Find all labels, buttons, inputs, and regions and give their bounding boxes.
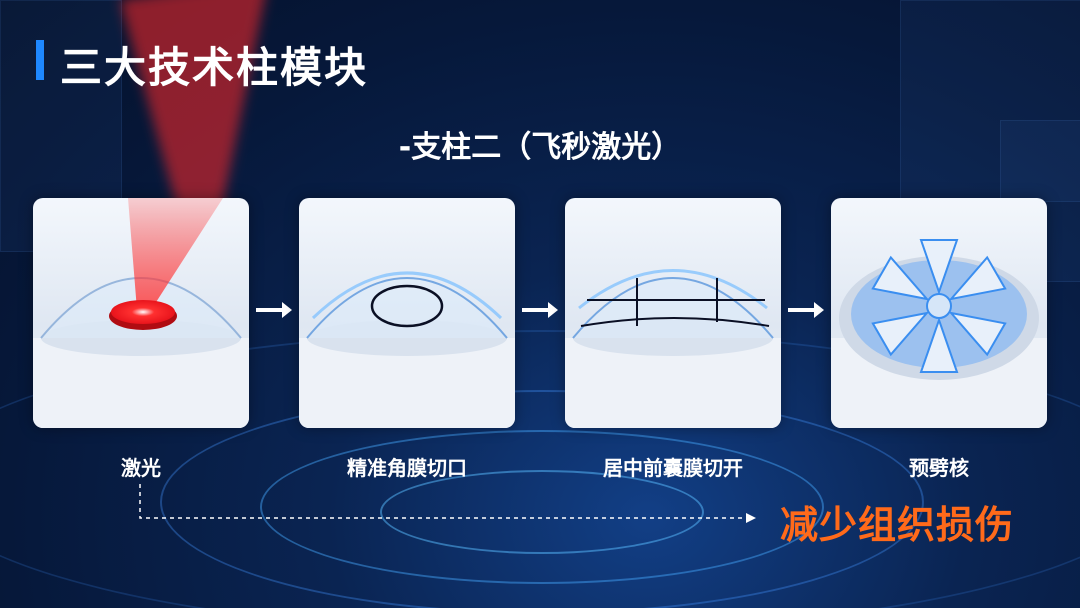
nucleus-segments-illustration [831,239,1047,428]
step-card-corneal-incision [299,198,515,428]
capsulotomy-illustration [565,269,781,428]
arrow-right-icon [788,302,824,318]
section-subtitle: -支柱二（飞秒激光） [398,130,682,165]
step-card-laser [33,198,249,428]
step-card-capsulotomy [565,198,781,428]
step-label-capsulotomy: 居中前囊膜切开 [603,456,743,480]
corneal-incision-illustration [299,271,515,428]
title-accent-bar [36,40,44,80]
step-label-corneal-incision: 精准角膜切口 [347,456,467,480]
arrow-right-icon [522,302,558,318]
laser-dome-illustration [33,198,249,428]
step-card-nucleus-prechop [831,198,1047,428]
step-label-nucleus-prechop: 预劈核 [909,456,969,480]
page-title: 三大技术柱模块 [60,43,369,92]
arrow-right-icon [256,302,292,318]
step-label-laser: 激光 [121,456,161,480]
outcome-highlight: 减少组织损伤 [780,503,1015,547]
